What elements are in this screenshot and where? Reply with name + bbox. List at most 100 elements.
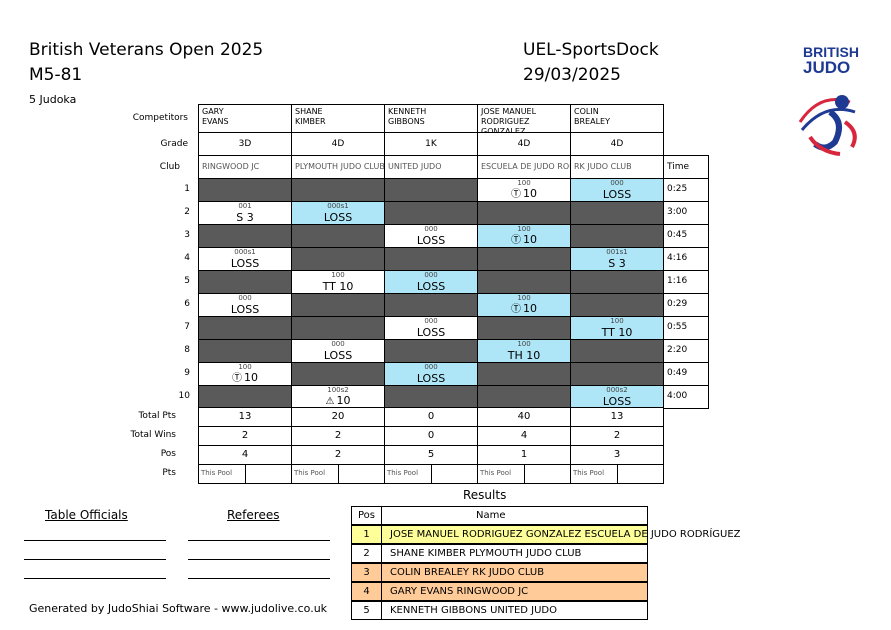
- match-cell: [570, 293, 664, 317]
- score-result: LOSS: [571, 188, 663, 201]
- score-result: TT 10: [571, 326, 663, 339]
- official-line-1: [24, 540, 166, 541]
- totals-cell: 0: [384, 426, 478, 446]
- official-line-3: [24, 578, 166, 579]
- score-result: LOSS: [385, 280, 477, 293]
- pool-divider: [431, 465, 432, 483]
- match-cell: [384, 339, 478, 363]
- match-cell: [477, 362, 571, 386]
- match-cell: [477, 270, 571, 294]
- totals-cell: 0: [384, 407, 478, 427]
- score-text: LOSS: [416, 280, 446, 293]
- results-pos: 3: [352, 564, 382, 581]
- competitor-last-name: GIBBONS: [388, 117, 425, 126]
- label-competitors: Competitors: [132, 113, 188, 123]
- totals-cell: 2: [291, 445, 385, 465]
- grade-cell: 1K: [384, 132, 478, 156]
- match-cell: [291, 362, 385, 386]
- score-code: 000s1: [234, 248, 256, 256]
- match-cell: [477, 385, 571, 409]
- totals-cell: 2: [198, 426, 292, 446]
- score-code: 000: [424, 271, 438, 279]
- score-text: LOSS: [230, 257, 260, 270]
- totals-cell: 20: [291, 407, 385, 427]
- venue: UEL-SportsDock: [523, 40, 659, 60]
- score-text: LOSS: [323, 349, 353, 362]
- score-code: 000: [238, 294, 252, 302]
- score-text: S 3: [608, 257, 626, 270]
- match-cell: [291, 293, 385, 317]
- match-cell: [570, 362, 664, 386]
- grade-cell: 4D: [570, 132, 664, 156]
- match-number: 6: [184, 299, 190, 309]
- match-cell: [570, 270, 664, 294]
- category-title: M5-81: [29, 65, 83, 85]
- match-cell: [291, 178, 385, 202]
- totals-cell: 13: [570, 407, 664, 427]
- score-code: 000: [424, 363, 438, 371]
- score-code: 100: [331, 271, 345, 279]
- match-time: 0:25: [663, 178, 709, 202]
- match-time: 0:45: [663, 224, 709, 248]
- score-code: 100: [238, 363, 252, 371]
- score-text: LOSS: [602, 188, 632, 201]
- pool-points-cell: This Pool: [570, 464, 664, 484]
- results-pos: 5: [352, 602, 382, 619]
- score-code: 000: [424, 317, 438, 325]
- score-code: 100: [610, 317, 624, 325]
- match-number: 8: [184, 345, 190, 355]
- match-cell: [384, 293, 478, 317]
- totals-cell: 13: [198, 407, 292, 427]
- results-name: COLIN BREALEY RK JUDO CLUB: [390, 567, 545, 578]
- score-text: LOSS: [602, 395, 632, 408]
- score-text: LOSS: [416, 372, 446, 385]
- score-result: LOSS: [199, 303, 291, 316]
- this-pool-label: This Pool: [480, 469, 512, 477]
- score-code: 000: [331, 340, 345, 348]
- footer-text: Generated by JudoShiai Software - www.ju…: [29, 602, 328, 615]
- grade-cell: 4D: [477, 132, 571, 156]
- score-result: TT 10: [292, 280, 384, 293]
- score-result: LOSS: [571, 395, 663, 408]
- match-cell: [291, 247, 385, 271]
- competitor-first-name: KENNETH: [388, 107, 427, 116]
- score-code: 100: [517, 225, 531, 233]
- totals-label: Pos: [160, 449, 176, 459]
- match-time: 3:00: [663, 201, 709, 225]
- score-result: LOSS: [385, 372, 477, 385]
- score-text: TH 10: [507, 349, 541, 362]
- match-time: 1:16: [663, 270, 709, 294]
- score-code: 001: [238, 202, 252, 210]
- grade-cell: 4D: [291, 132, 385, 156]
- match-time: 4:16: [663, 247, 709, 271]
- match-number: 4: [184, 253, 190, 263]
- score-code: 100: [517, 340, 531, 348]
- club-cell: RK JUDO CLUB: [570, 155, 664, 179]
- referee-line-2: [188, 559, 330, 560]
- match-cell: [477, 316, 571, 340]
- totals-cell: 40: [477, 407, 571, 427]
- score-code: 100s2: [327, 386, 349, 394]
- results-name: JOSE MANUEL RODRIGUEZ GONZALEZ ESCUELA D…: [390, 529, 741, 540]
- results-title: Results: [463, 488, 507, 502]
